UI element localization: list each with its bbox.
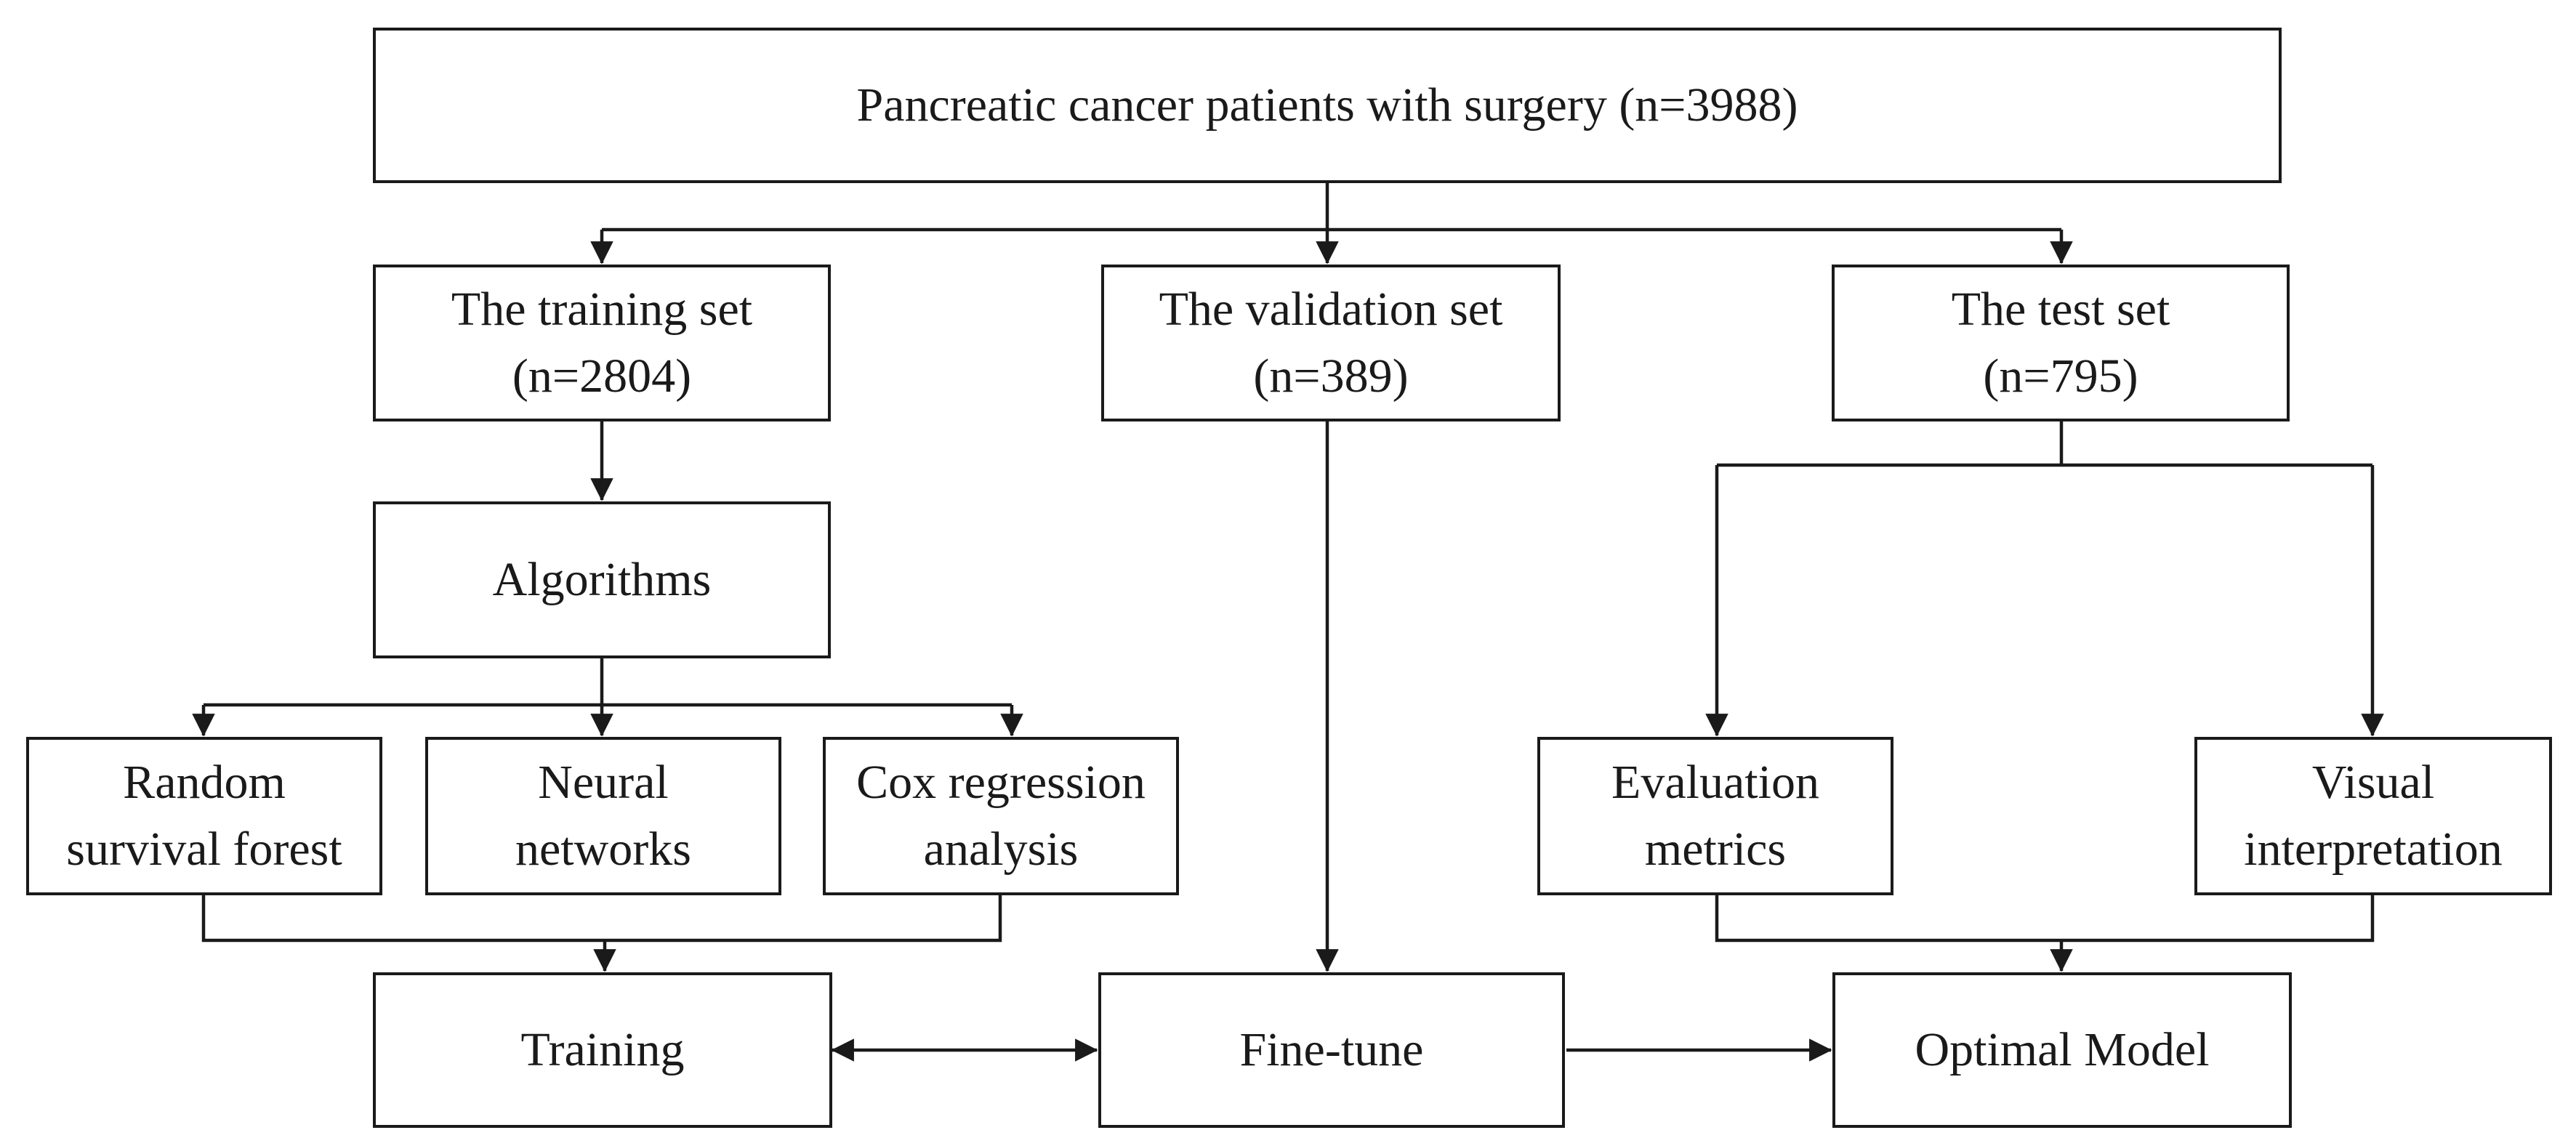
node-random-survival-forest-line-2: survival forest <box>66 823 342 876</box>
node-neural-networks: Neural networks <box>425 737 781 895</box>
node-evaluation-metrics-line-1: Evaluation <box>1611 756 1819 809</box>
node-test-set-line-2: (n=795) <box>1983 350 2138 403</box>
node-test-set-line-1: The test set <box>1951 283 2170 336</box>
node-visual-interpretation-line-1: Visual <box>2311 756 2435 809</box>
node-fine-tune-line-1: Fine-tune <box>1239 1023 1424 1076</box>
node-training-set-line-2: (n=2804) <box>512 350 692 403</box>
node-visual-interpretation-line-2: interpretation <box>2244 823 2503 876</box>
node-test-set: The test set (n=795) <box>1832 265 2290 421</box>
node-validation-set-line-1: The validation set <box>1159 283 1503 336</box>
node-cox-regression-line-2: analysis <box>923 823 1079 876</box>
node-optimal-model: Optimal Model <box>1832 972 2292 1128</box>
node-evaluation-metrics-line-2: metrics <box>1644 823 1787 876</box>
node-training-set-line-1: The training set <box>451 283 753 336</box>
node-training: Training <box>373 972 832 1128</box>
node-algorithms: Algorithms <box>373 501 831 658</box>
node-patients: Pancreatic cancer patients with surgery … <box>373 28 2282 183</box>
node-random-survival-forest-line-1: Random <box>123 756 286 809</box>
node-training-set: The training set (n=2804) <box>373 265 831 421</box>
connector-evaluation-merge <box>1715 895 2375 943</box>
node-training-line-1: Training <box>520 1023 685 1076</box>
node-validation-set-line-2: (n=389) <box>1253 350 1409 403</box>
node-random-survival-forest: Random survival forest <box>26 737 382 895</box>
node-fine-tune: Fine-tune <box>1098 972 1565 1128</box>
node-neural-networks-line-2: networks <box>515 823 691 876</box>
node-cox-regression: Cox regression analysis <box>823 737 1179 895</box>
node-visual-interpretation: Visual interpretation <box>2194 737 2552 895</box>
node-neural-networks-line-1: Neural <box>538 756 669 809</box>
connector-methods-merge <box>201 895 1002 943</box>
node-optimal-model-line-1: Optimal Model <box>1915 1023 2210 1076</box>
node-cox-regression-line-1: Cox regression <box>856 756 1146 809</box>
node-validation-set: The validation set (n=389) <box>1101 265 1561 421</box>
node-patients-line-1: Pancreatic cancer patients with surgery … <box>856 78 1798 132</box>
node-algorithms-line-1: Algorithms <box>492 553 712 606</box>
node-evaluation-metrics: Evaluation metrics <box>1537 737 1893 895</box>
